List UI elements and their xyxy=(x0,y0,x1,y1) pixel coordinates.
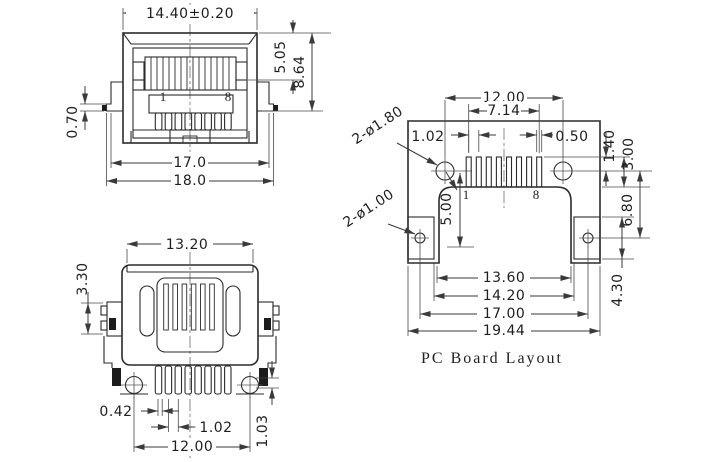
flange-left xyxy=(105,81,123,112)
dim-small-hole-span-label: 17.00 xyxy=(483,306,526,322)
pcb-pin1-label: 1 xyxy=(463,187,470,202)
pcb-board-layout: 1 8 12.00 7.14 1.02 0.50 1.40 3.00 6.80 xyxy=(340,90,652,367)
dim-latch-height-label: 3.30 xyxy=(75,262,91,295)
solder-pads xyxy=(465,156,543,188)
dim-cutout-width-label: 13.60 xyxy=(483,270,526,286)
top-view: 13.20 3.30 0.42 1.02 12.00 1.03 xyxy=(75,236,280,458)
dim-depth-top-label: 5.05 xyxy=(273,40,289,73)
dim-pad-pitch-label: 1.02 xyxy=(411,129,444,145)
pcb-layout-title: PC Board Layout xyxy=(421,350,563,367)
dim-overall-width-label: 18.0 xyxy=(173,173,206,189)
dim-tooth-gap-label: 0.42 xyxy=(99,404,132,420)
dim-body-width-label: 13.20 xyxy=(166,237,209,253)
dim-board-width-label: 19.44 xyxy=(483,323,526,339)
slot-left xyxy=(139,285,155,337)
dim-pad-offset-label: 1.40 xyxy=(602,129,618,162)
slot-right xyxy=(225,285,241,337)
dim-tooth-pitch-label: 1.02 xyxy=(199,420,232,436)
dim-pad-span-label: 7.14 xyxy=(487,103,520,119)
comb-block-bars xyxy=(163,283,215,331)
latch-right xyxy=(257,301,280,337)
contact-comb xyxy=(144,56,237,91)
foot-left xyxy=(103,336,113,368)
front-view: 1 8 14.40±0.20 5.05 8.64 xyxy=(65,3,331,189)
latch-left xyxy=(100,301,123,337)
dim-step-label: 0.70 xyxy=(65,105,81,138)
front-contact-teeth xyxy=(154,112,232,131)
dim-flange-width-label: 17.0 xyxy=(173,155,206,171)
board-outline xyxy=(407,120,601,264)
dim-post-span-label: 12.00 xyxy=(171,439,214,455)
dim-height-label: 8.64 xyxy=(292,55,308,88)
dim-leg-height-label: 4.30 xyxy=(610,273,626,306)
dim-pad-width-label: 0.50 xyxy=(555,129,588,145)
front-pin8-label: 8 xyxy=(225,89,232,104)
top-contact-teeth xyxy=(154,365,232,395)
front-pin1-label: 1 xyxy=(160,89,167,104)
dim-width-label: 14.40±0.20 xyxy=(146,6,234,22)
dim-inner-width-label: 14.20 xyxy=(483,288,526,304)
port-opening xyxy=(132,47,248,139)
dim-inner-drop-label: 5.00 xyxy=(439,192,455,225)
pcb-pin8-label: 8 xyxy=(533,187,540,202)
flange-right xyxy=(257,81,275,112)
dim-pad-length-label: 3.00 xyxy=(621,137,637,170)
callout-big-holes-label: 2-ø1.80 xyxy=(349,103,406,148)
latch-notch xyxy=(182,135,198,144)
dim-tooth-size-label: 1.03 xyxy=(255,414,271,447)
leg-pad-left xyxy=(407,216,435,260)
comb-block xyxy=(156,277,224,353)
contact-comb-lines xyxy=(150,57,230,90)
